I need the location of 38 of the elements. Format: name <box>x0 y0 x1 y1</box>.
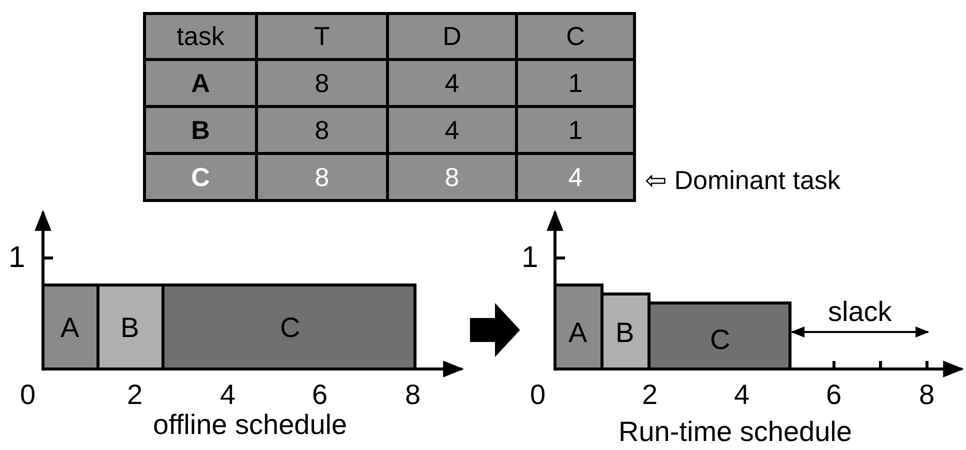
table-cell: B <box>143 105 258 155</box>
chart-caption: Run-time schedule <box>618 418 852 446</box>
axis-tick-label: 8 <box>919 381 935 409</box>
table-cell: 8 <box>255 58 389 108</box>
bar-label: C <box>280 314 300 342</box>
slack-label: slack <box>828 298 892 326</box>
axis-tick-label: 0 <box>20 381 36 409</box>
axis-tick-label: 0 <box>530 381 546 409</box>
axis-tick-label: 6 <box>826 381 842 409</box>
axis-tick-label: 8 <box>405 381 421 409</box>
axis-tick-label: 2 <box>127 381 143 409</box>
axis-tick-label: 1 <box>522 243 538 273</box>
axis-tick-label: 6 <box>312 381 328 409</box>
table-cell: 4 <box>386 105 518 155</box>
annotation: ⇦ Dominant task <box>645 167 840 193</box>
chart-caption: offline schedule <box>153 411 348 439</box>
table-cell: C <box>515 12 636 61</box>
table-cell: D <box>386 12 518 61</box>
bar-label: B <box>616 319 634 347</box>
table-cell: task <box>143 12 258 61</box>
axis-tick-label: 4 <box>220 381 236 409</box>
table-cell: 1 <box>515 58 636 108</box>
table-cell: 4 <box>515 152 636 202</box>
table-cell: 4 <box>386 58 518 108</box>
table-cell: T <box>255 12 389 61</box>
axis-tick-label: 4 <box>734 381 750 409</box>
table-cell: 1 <box>515 105 636 155</box>
axis-tick-label: 1 <box>8 243 26 273</box>
bar-label: A <box>568 319 588 347</box>
axis-tick-label: 2 <box>642 381 658 409</box>
bar-label: C <box>710 326 730 354</box>
table-cell: 8 <box>255 152 389 202</box>
bar-label: A <box>60 314 80 342</box>
table-cell: 8 <box>386 152 518 202</box>
bar-label: B <box>120 314 140 342</box>
table-cell: 8 <box>255 105 389 155</box>
table-cell: C <box>143 152 258 202</box>
table-cell: A <box>143 58 258 108</box>
